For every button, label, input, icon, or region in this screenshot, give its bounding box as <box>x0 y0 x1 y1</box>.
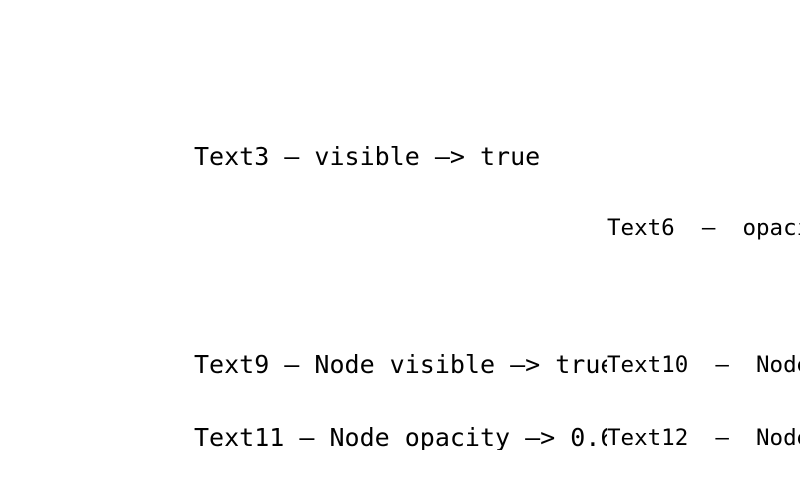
text-node-text3: Text3 — visible –> true <box>194 144 541 169</box>
text-node-text11: Text11 — Node opacity –> 0.6 <box>194 425 607 450</box>
text-node-text9: Text9 — Node visible –> true <box>194 352 607 377</box>
text-node-text10: Text10 — Node <box>607 354 800 377</box>
text-node-text12: Text12 — Node <box>607 427 800 450</box>
text-node-text6: Text6 — opacity <box>607 217 800 240</box>
